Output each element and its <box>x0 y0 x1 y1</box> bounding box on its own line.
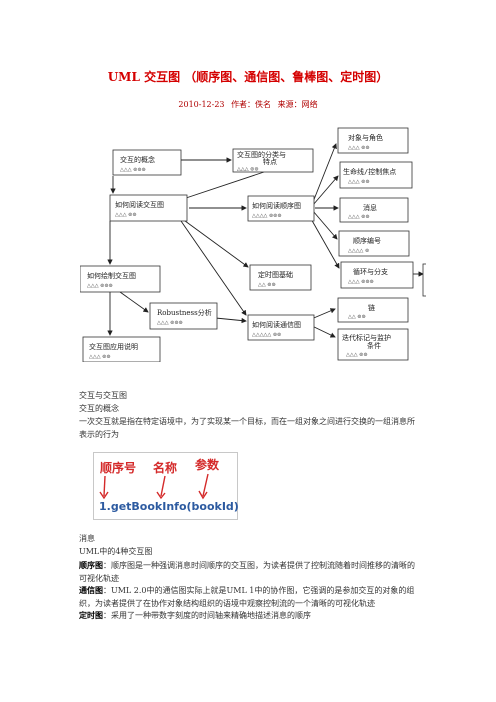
diagram-node-n2: 交互图的分类与 特点 △△△ ⊚⊚ <box>232 148 314 173</box>
svg-text:Robustness分析: Robustness分析 <box>157 308 212 317</box>
svg-text:△△△ ⊚⊚: △△△ ⊚⊚ <box>237 167 259 173</box>
svg-text:定时图基础: 定时图基础 <box>258 270 293 279</box>
diagram-node-n10: 定时图基础 △△ ⊚⊚ <box>249 264 312 291</box>
svg-text:如何阅读通信图: 如何阅读通信图 <box>252 320 301 329</box>
label-sequence-diagram: 顺序图 <box>79 560 103 570</box>
svg-text:循环与分支: 循环与分支 <box>353 267 388 276</box>
article-meta: 2010-12-23 作者：佚名 来源：网络 <box>0 99 496 110</box>
paragraph-timing-diagram: 定时图：采用了一种带数字刻度的时间轴来精确地描述消息的顺序 <box>79 609 419 623</box>
diagram-node-n3: 如何阅读交互图 △△△ ⊚⊚ <box>109 194 188 222</box>
svg-text:△△△ ⊚⊚: △△△ ⊚⊚ <box>346 352 368 358</box>
figure-label-name: 名称 <box>153 460 177 475</box>
label-communication-diagram: 通信图 <box>79 585 103 595</box>
svg-text:如何阅读交互图: 如何阅读交互图 <box>115 200 164 209</box>
svg-text:△△△ ⊚⊚⊚: △△△ ⊚⊚⊚ <box>157 320 183 326</box>
diagram-node-n8: 顺序编号 △△△△ ⊚ <box>338 230 410 257</box>
svg-text:交互的概念: 交互的概念 <box>120 155 155 164</box>
svg-text:如何阅读顺序图: 如何阅读顺序图 <box>252 201 301 210</box>
svg-text:△△ ⊚⊚: △△ ⊚⊚ <box>348 314 366 320</box>
diagram-node-n15: 交互图应用说明 △△△ ⊚⊚ <box>82 336 161 362</box>
paragraph-communication-diagram: 通信图：UML 2.0中的通信图实际上就是UML 1中的协作图，它强调的是参加交… <box>79 584 419 610</box>
svg-text:△△△ ⊚⊚: △△△ ⊚⊚ <box>89 354 111 360</box>
diagram-node-n9: 如何绘制交互图 △△△ ⊚⊚⊚ <box>80 265 161 293</box>
message-syntax-figure: 顺序号 名称 参数 1.getBookInfo(bookId) <box>93 452 238 520</box>
svg-text:特点: 特点 <box>263 157 277 166</box>
svg-text:迭代标记与监护: 迭代标记与监护 <box>342 333 391 342</box>
article-date: 2010-12-23 <box>178 100 225 109</box>
timing-diagram-text: ：采用了一种带数字刻度的时间轴来精确地描述消息的顺序 <box>103 611 311 620</box>
svg-text:条件: 条件 <box>367 341 381 350</box>
figure-message-code: 1.getBookInfo(bookId) <box>99 500 238 513</box>
diagram-node-n1: 交互的概念 △△△ ⊚⊚⊚ <box>112 149 182 176</box>
svg-text:△△△ ⊚⊚⊚: △△△ ⊚⊚⊚ <box>120 167 146 173</box>
text-line-message: 消息 <box>79 534 95 543</box>
svg-text:△△△△ ⊚: △△△△ ⊚ <box>348 248 369 254</box>
svg-text:△△△ ⊚⊚⊚: △△△ ⊚⊚⊚ <box>348 279 374 285</box>
paragraph-sequence-diagram: 顺序图：顺序图是一种强调消息时间顺序的交互图，为读者提供了控制流随着时间推移的清… <box>79 559 419 585</box>
svg-text:△△△ ⊚⊚: △△△ ⊚⊚ <box>115 212 137 218</box>
diagram-node-n4: 如何阅读顺序图 △△△△ ⊚⊚⊚ <box>247 195 315 222</box>
text-line-concept: 交互的概念 <box>79 404 119 413</box>
diagram-node-n14: 如何阅读通信图 △△△△△ ⊚⊚ <box>247 314 315 341</box>
diagram-node-n12: Robustness分析 △△△ ⊚⊚⊚ <box>149 302 218 330</box>
text-line-four-diagrams: UML中的4种交互图 <box>79 547 153 556</box>
svg-text:交互图的分类与: 交互图的分类与 <box>237 150 286 159</box>
svg-text:△△△ ⊚⊚: △△△ ⊚⊚ <box>348 214 370 220</box>
diagram-node-n16: 迭代标记与监护 条件 △△△ ⊚⊚ <box>337 328 409 361</box>
diagram-node-n7: 消息 △△△ ⊚⊚ <box>339 197 409 223</box>
svg-text:△△△ ⊚⊚⊚: △△△ ⊚⊚⊚ <box>87 283 113 289</box>
diagram-node-n5: 对象与角色 △△△ ⊚⊚ <box>337 127 409 154</box>
svg-text:对象与角色: 对象与角色 <box>348 133 383 142</box>
svg-text:△△△△ ⊚⊚⊚: △△△△ ⊚⊚⊚ <box>252 213 282 219</box>
figure-label-sequence-number: 顺序号 <box>100 460 136 475</box>
label-timing-diagram: 定时图 <box>79 610 103 620</box>
diagram-node-n6: 生命线/控制焦点 △△△ ⊚⊚ <box>339 161 413 189</box>
svg-text:△△△△△ ⊚⊚: △△△△△ ⊚⊚ <box>252 332 281 338</box>
article-author: 作者：佚名 <box>231 100 272 109</box>
svg-text:生命线/控制焦点: 生命线/控制焦点 <box>343 167 396 176</box>
sequence-diagram-text: ：顺序图是一种强调消息时间顺序的交互图，为读者提供了控制流随着时间推移的清晰的可… <box>79 561 415 583</box>
communication-diagram-text: ：UML 2.0中的通信图实际上就是UML 1中的协作图，它强调的是参加交互的对… <box>79 586 415 608</box>
svg-text:消息: 消息 <box>363 203 377 212</box>
diagram-node-partial <box>422 263 426 297</box>
svg-text:链: 链 <box>368 303 375 312</box>
svg-text:顺序编号: 顺序编号 <box>353 236 381 245</box>
page-title: UML 交互图 （顺序图、通信图、鲁棒图、定时图） <box>107 70 389 84</box>
figure-arrows <box>99 473 209 500</box>
svg-text:如何绘制交互图: 如何绘制交互图 <box>87 271 136 280</box>
svg-text:△△△ ⊚⊚: △△△ ⊚⊚ <box>348 145 370 151</box>
concept-map-diagram: 交互的概念 △△△ ⊚⊚⊚ 交互图的分类与 特点 △△△ ⊚⊚ 如何阅读交互图 … <box>80 127 426 362</box>
text-line-interaction: 交互与交互图 <box>79 391 127 400</box>
article-source: 来源：网络 <box>277 100 318 109</box>
diagram-node-n11: 循环与分支 △△△ ⊚⊚⊚ <box>340 261 414 289</box>
figure-label-params: 参数 <box>195 457 220 472</box>
diagram-node-n13: 链 △△ ⊚⊚ <box>337 297 409 323</box>
svg-text:△△△ ⊚⊚: △△△ ⊚⊚ <box>348 179 370 185</box>
svg-text:△△ ⊚⊚: △△ ⊚⊚ <box>258 282 276 288</box>
paragraph-interaction-definition: 一次交互就是指在特定语境中，为了实现某一个目标，而在一组对象之间进行交换的一组消… <box>79 417 415 439</box>
svg-text:交互图应用说明: 交互图应用说明 <box>89 342 138 351</box>
